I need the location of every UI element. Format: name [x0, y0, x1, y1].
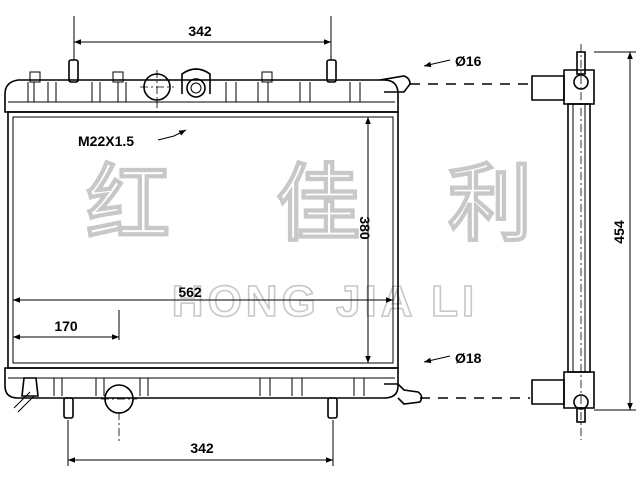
bottom-pin-right: [327, 397, 338, 419]
watermark-char-3: 利: [448, 155, 532, 253]
bottom-tank: [4, 367, 399, 399]
dim-overall-height: 454: [611, 220, 627, 244]
top-pin-left: [68, 59, 79, 83]
watermark-char-2: 佳: [276, 155, 360, 253]
watermark: 红 佳 利 HONG JIA LI: [85, 154, 533, 327]
lower-right-pipe: [384, 383, 423, 405]
dim-core-height: 380: [357, 216, 373, 240]
drain-plug: [21, 377, 39, 397]
dimensions: 342 562 170 380 342: [13, 16, 393, 466]
front-view: [4, 59, 423, 419]
side-lower-tank: [563, 371, 595, 409]
top-pin-right: [326, 59, 337, 83]
callout-lower-pipe: Ø18: [455, 350, 482, 366]
top-bracket-3: [261, 71, 273, 83]
dim-core-width: 562: [178, 284, 202, 300]
thread-port: [186, 78, 206, 98]
callout-upper-pipe: Ø16: [455, 53, 482, 69]
projection-lines: [410, 83, 530, 399]
side-lower-pipe: [531, 379, 565, 405]
callouts: M22X1.5 Ø16 Ø18: [78, 53, 482, 366]
dim-outlet-offset: 170: [54, 318, 78, 334]
dim-top-pipe-spacing: 342: [188, 23, 212, 39]
side-view: 454: [531, 44, 636, 440]
bottom-tank-ribs: [53, 378, 365, 396]
side-upper-tank: [563, 69, 595, 105]
top-bracket-2: [112, 71, 124, 83]
watermark-char-1: 红: [86, 155, 170, 253]
top-bracket-1: [29, 71, 41, 83]
dim-bottom-pipe-spacing: 342: [190, 440, 214, 456]
callout-thread: M22X1.5: [78, 133, 134, 149]
side-core: [567, 103, 591, 373]
side-upper-pipe: [531, 75, 565, 101]
filler-neck: [181, 68, 211, 94]
bottom-pin-left: [63, 397, 74, 419]
top-tank-ribs: [27, 82, 361, 102]
watermark-text: HONG JIA LI: [172, 277, 478, 326]
